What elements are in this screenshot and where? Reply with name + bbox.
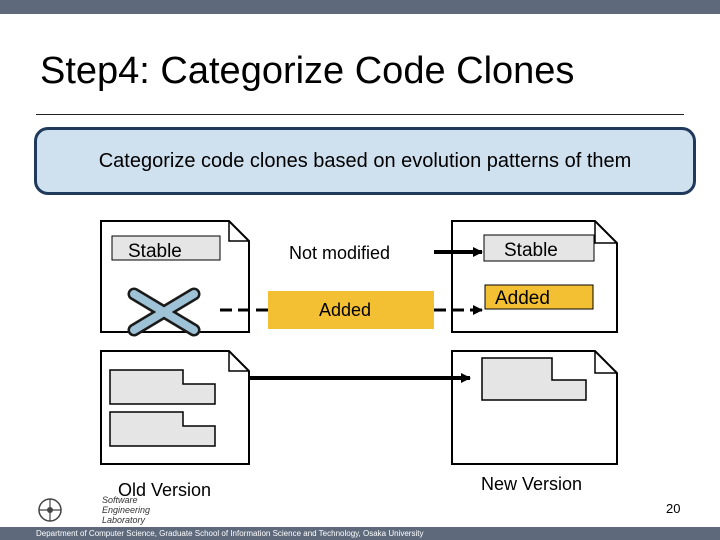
not-modified-label: Not modified (289, 243, 391, 263)
slide-title: Step4: Categorize Code Clones (40, 50, 575, 92)
logo-line-3: Laboratory (102, 515, 146, 525)
title-rule (36, 114, 684, 115)
old-stable-tag (111, 235, 221, 261)
old-file-bottom (100, 350, 250, 465)
new-added-label: Added (495, 288, 550, 309)
added-middle-label: Added (319, 300, 372, 320)
page-number: 20 (666, 501, 681, 516)
new-stable-tag (483, 234, 595, 262)
callout-box: Categorize code clones based on evolutio… (34, 127, 696, 195)
top-bar (0, 0, 720, 14)
new-stable-label: Stable (504, 240, 558, 261)
footer-text: Department of Computer Science, Graduate… (36, 529, 424, 538)
cross-icon (127, 287, 201, 337)
footer-bar: Department of Computer Science, Graduate… (0, 527, 720, 540)
lab-logo-icon (38, 498, 62, 522)
old-version-label: Old Version (118, 480, 212, 500)
logo-line-2: Engineering (102, 505, 151, 515)
lab-logo: Software Engineering Laboratory (36, 493, 150, 527)
old-clone-2 (109, 411, 216, 447)
old-stable-label: Stable (128, 241, 182, 262)
not-modified-box (268, 233, 434, 271)
callout-text: Categorize code clones based on evolutio… (98, 149, 632, 172)
logo-line-1: Software (102, 495, 138, 505)
old-clone-1 (109, 369, 216, 405)
added-middle-box (268, 291, 434, 329)
new-clone-1 (481, 357, 587, 401)
new-version-label: New Version (481, 474, 583, 494)
new-added-tag (484, 284, 594, 310)
